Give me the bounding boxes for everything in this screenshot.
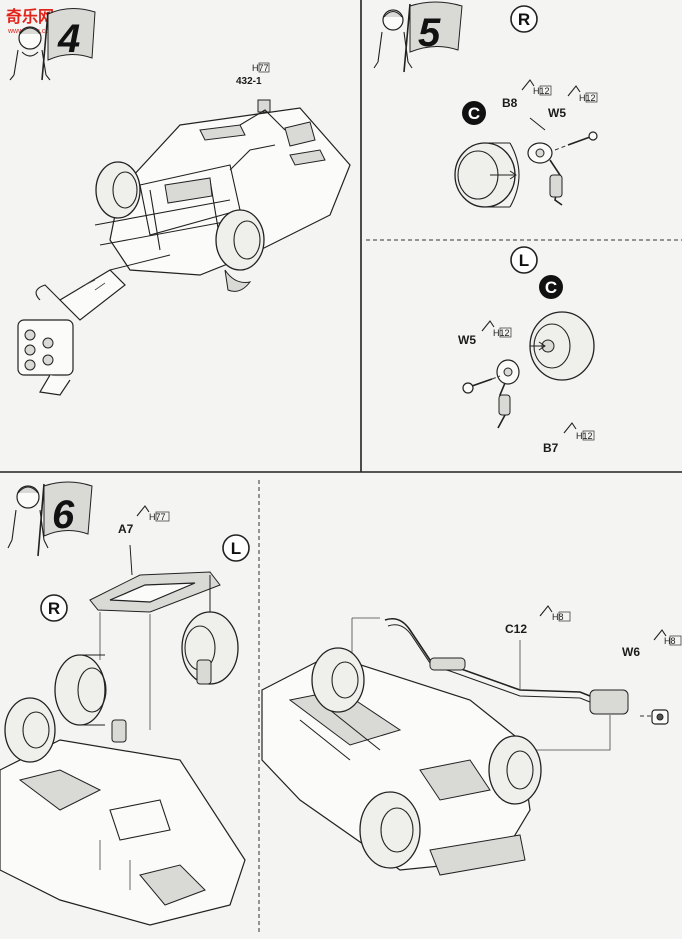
upright-left-icon bbox=[496, 359, 520, 429]
engine-gearbox-icon bbox=[17, 254, 171, 396]
chassis-drawing bbox=[94, 107, 351, 276]
callout-w5-right: H12 W5 bbox=[548, 85, 598, 120]
callout-w5-left: H12 W5 bbox=[458, 320, 512, 347]
callout-432-1-code: H77 bbox=[252, 63, 269, 73]
callout-432-1: H77 432-1 bbox=[236, 62, 270, 87]
wheel-front-left-icon bbox=[95, 161, 141, 219]
callout-c12-code: H8 bbox=[552, 612, 564, 622]
side-right-letter: R bbox=[518, 10, 530, 29]
step-6-number: 6 bbox=[52, 493, 75, 537]
watermark-logo: 奇乐网 bbox=[6, 7, 54, 26]
part-a7-bracket-icon bbox=[89, 544, 221, 730]
wheel-left-icon bbox=[529, 311, 595, 381]
callout-b8-label: B8 bbox=[502, 96, 518, 110]
step6-side-left-badge: L bbox=[222, 534, 250, 562]
tip-w6-icon bbox=[640, 709, 669, 725]
callout-w5-left-label: W5 bbox=[458, 333, 476, 347]
step-4: 4 H77 432-1 bbox=[9, 8, 351, 396]
step6-side-left-letter: L bbox=[231, 539, 241, 558]
callout-w6-label: W6 bbox=[622, 645, 640, 659]
callout-b7: H12 B7 bbox=[543, 422, 595, 455]
chassis-top-view-drawing bbox=[261, 647, 542, 876]
side-right-badge: R bbox=[510, 5, 538, 33]
wheel-c-badge-right: C bbox=[462, 101, 486, 125]
step-4-number: 4 bbox=[57, 17, 80, 61]
step-4-flag-icon bbox=[41, 8, 96, 81]
mascot-5-icon bbox=[373, 9, 413, 69]
callout-w5-right-label: W5 bbox=[548, 106, 566, 120]
callout-w5-left-code: H12 bbox=[493, 328, 510, 338]
wheel-c-letter-left: C bbox=[545, 278, 557, 297]
wheel-rear-left-icon bbox=[181, 575, 239, 685]
callout-432-1-label: 432-1 bbox=[236, 76, 262, 87]
callout-b8: H12 B8 bbox=[502, 79, 552, 110]
step-5: 5 R C H12 B8 H12 W5 bbox=[373, 1, 598, 455]
side-left-badge: L bbox=[510, 246, 538, 274]
wheel-right-icon bbox=[454, 142, 520, 208]
callout-w5-right-code: H12 bbox=[579, 93, 596, 103]
rear-chassis-drawing bbox=[0, 697, 246, 926]
step6-side-right-badge: R bbox=[40, 594, 68, 622]
callout-c12: H8 C12 bbox=[505, 605, 571, 636]
wheel-rear-right-icon bbox=[54, 654, 127, 743]
step6-side-right-letter: R bbox=[48, 599, 60, 618]
upright-right-icon bbox=[527, 117, 563, 206]
bolt-w5-right-icon bbox=[554, 131, 598, 151]
exhaust-pipe-c12-icon bbox=[384, 617, 629, 715]
step-6-flag-icon bbox=[37, 481, 93, 557]
side-left-letter: L bbox=[519, 251, 529, 270]
callout-a7: H77 A7 bbox=[118, 505, 170, 536]
callout-w6: H8 W6 bbox=[622, 629, 682, 659]
callout-a7-code: H77 bbox=[149, 512, 166, 522]
step-5-flag-icon bbox=[403, 1, 463, 73]
wheel-c-letter-right: C bbox=[468, 104, 480, 123]
wheel-front-right-icon bbox=[215, 209, 265, 292]
step-6: 6 L R H77 A7 bbox=[0, 481, 682, 926]
callout-a7-label: A7 bbox=[118, 522, 134, 536]
step-5-number: 5 bbox=[418, 11, 441, 55]
callout-c12-label: C12 bbox=[505, 622, 527, 636]
wheel-c-badge-left: C bbox=[539, 275, 563, 299]
callout-b7-label: B7 bbox=[543, 441, 559, 455]
callout-b7-code: H12 bbox=[576, 431, 593, 441]
callout-b8-code: H12 bbox=[533, 86, 550, 96]
bolt-w5-left-icon bbox=[462, 375, 501, 394]
